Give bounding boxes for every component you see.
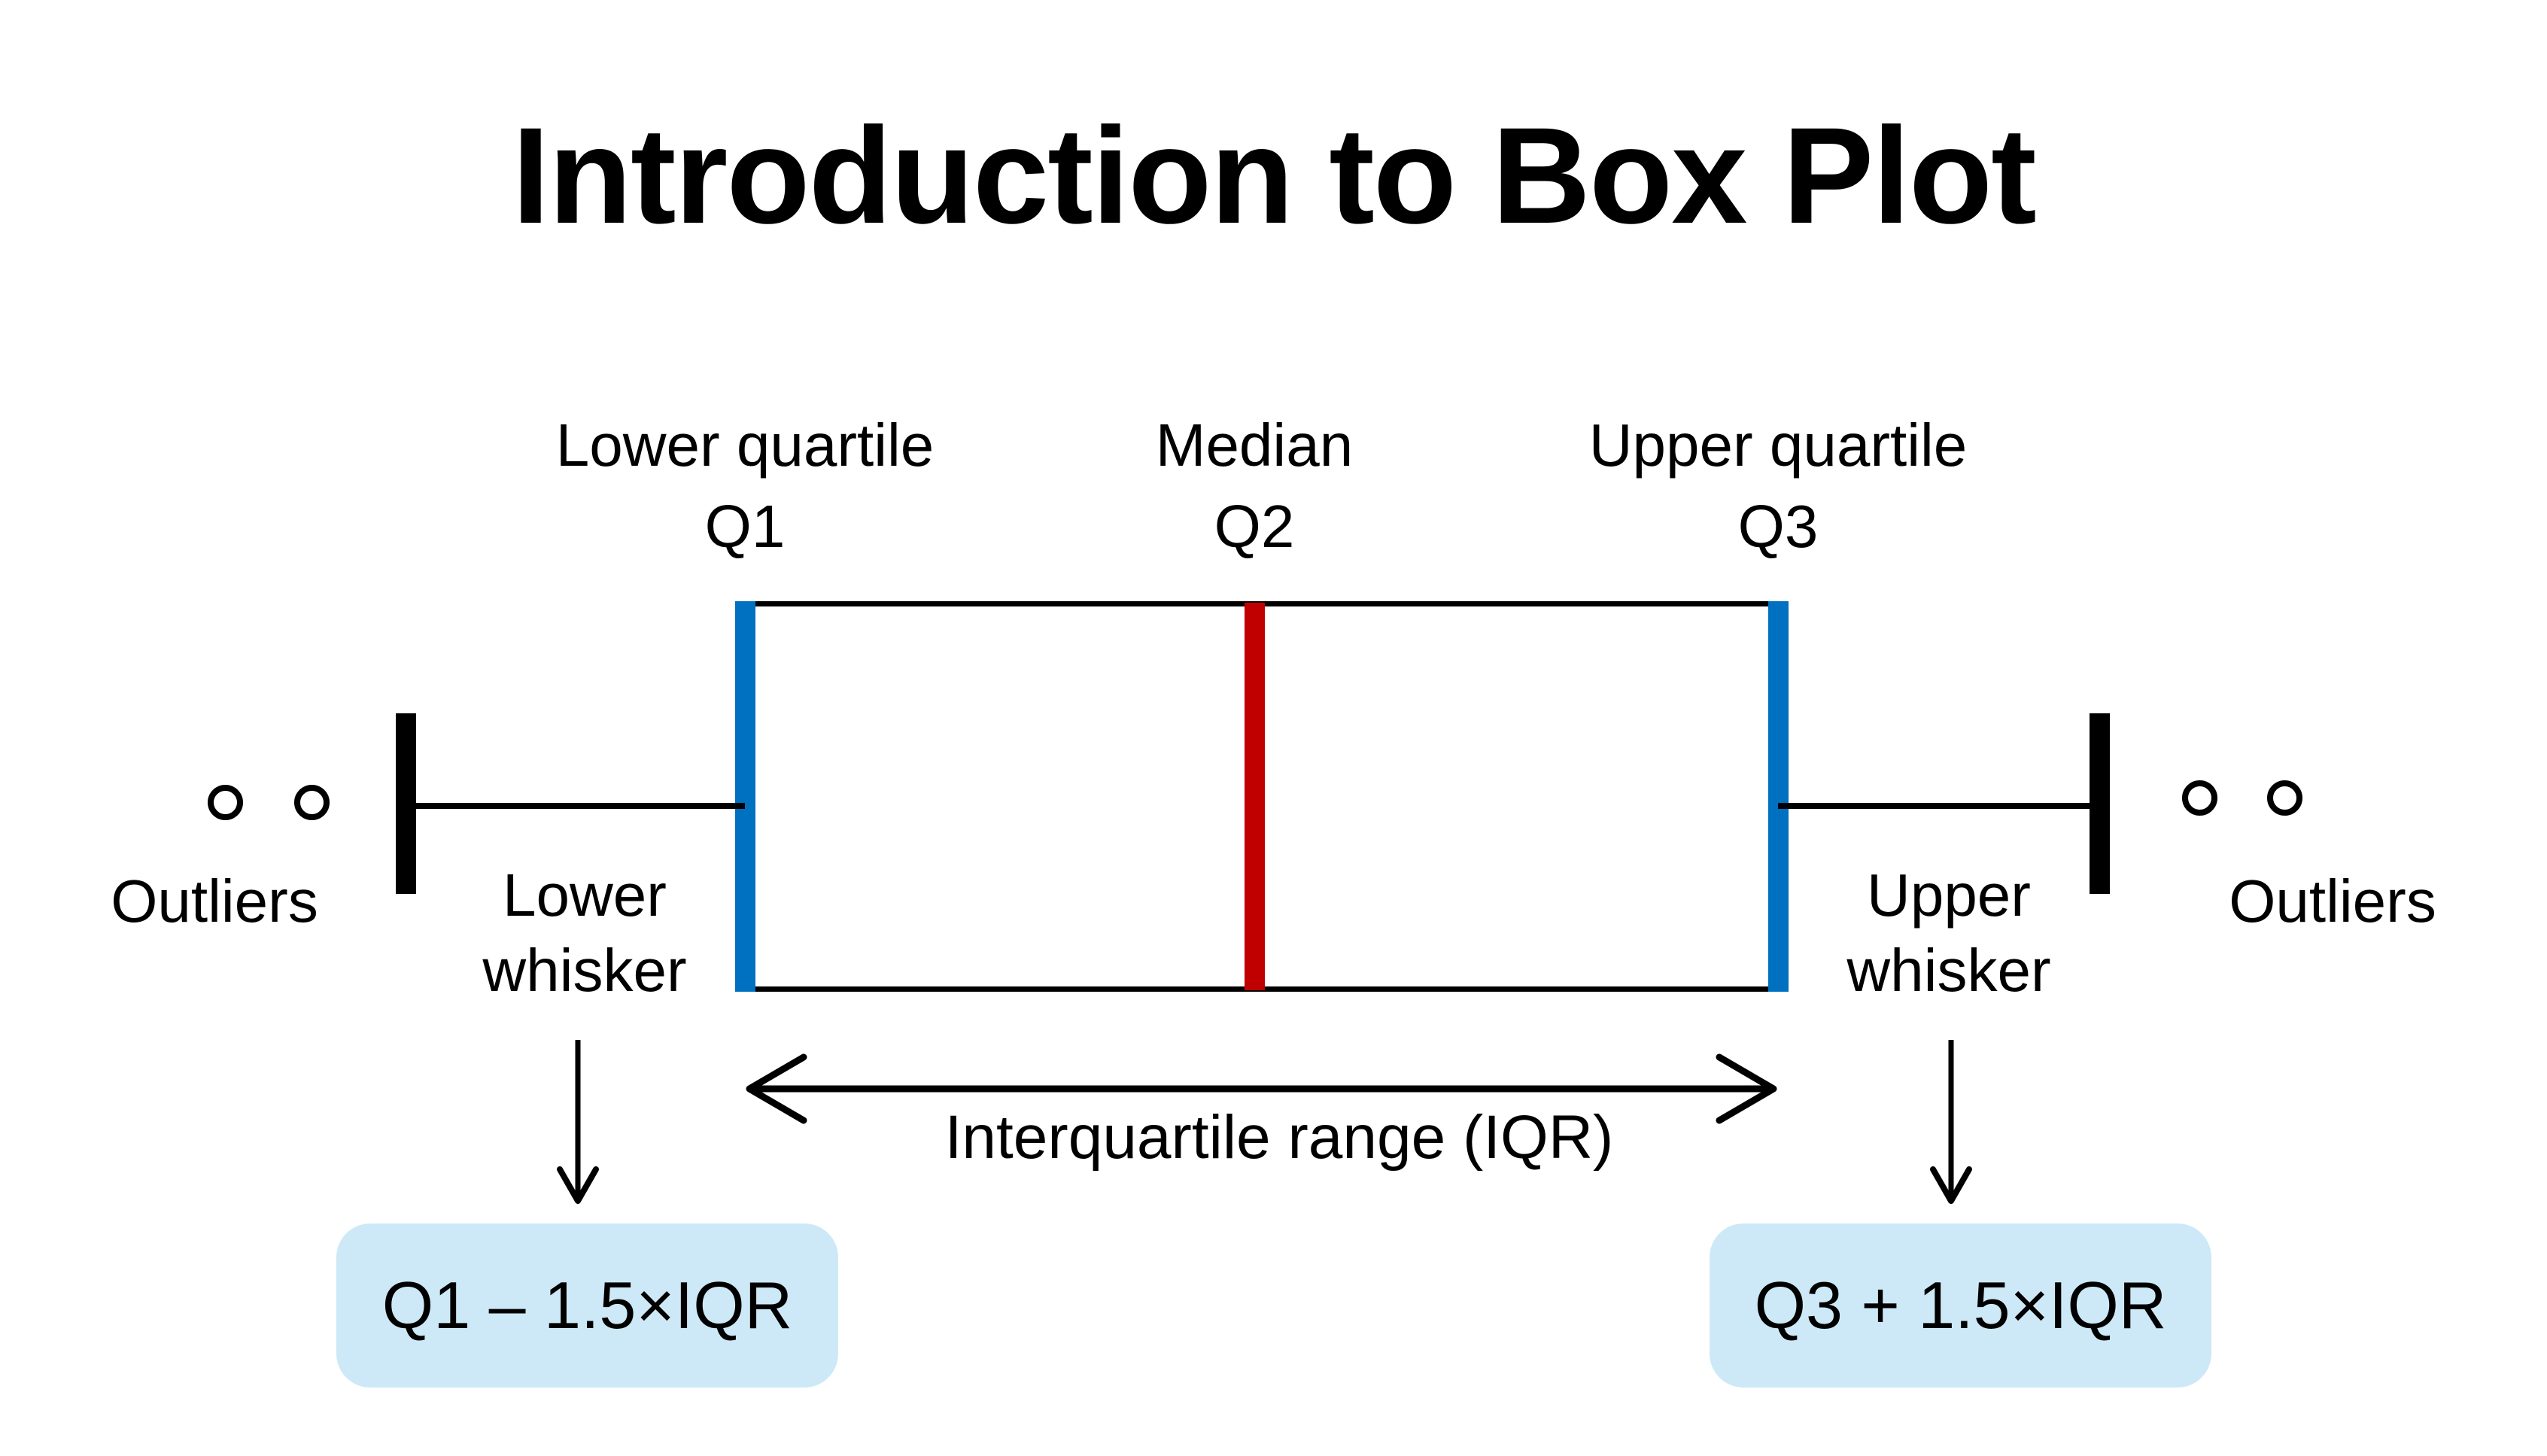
lower-fence-formula: Q1 – 1.5×IQR — [381, 1268, 793, 1342]
outlier-point — [2267, 780, 2302, 816]
page-title: Introduction to Box Plot — [512, 99, 2036, 252]
label-lower-quartile-name: Lower quartile — [555, 412, 935, 479]
iqr-label: Interquartile range (IQR) — [944, 1103, 1614, 1172]
iqr-range-arrow — [746, 1053, 1777, 1124]
outlier-point — [294, 785, 330, 820]
label-upper-quartile-name: Upper quartile — [1588, 412, 1968, 479]
down-arrow-left — [557, 1040, 599, 1204]
lower-whisker-label: Lower whisker — [284, 858, 886, 1008]
upper-whisker-label: Upper whisker — [1648, 858, 2250, 1008]
upper-whisker-label-line1: Upper — [1867, 862, 2031, 929]
label-lower-quartile-symbol: Q1 — [704, 493, 786, 560]
down-arrow-right — [1930, 1040, 1972, 1204]
lower-fence-callout: Q1 – 1.5×IQR — [336, 1223, 838, 1388]
outliers-label-right: Outliers — [2229, 868, 2436, 935]
median-line — [1245, 603, 1265, 990]
lower-whisker-line — [406, 803, 745, 809]
label-upper-quartile-symbol: Q3 — [1737, 493, 1819, 560]
upper-fence-callout: Q3 + 1.5×IQR — [1710, 1223, 2211, 1388]
label-upper-quartile: Upper quartile Q3 — [1439, 405, 2117, 567]
upper-whisker-line — [1778, 803, 2099, 809]
lower-whisker-label-line2: whisker — [482, 937, 687, 1004]
lower-whisker-cap — [396, 713, 416, 894]
label-lower-quartile: Lower quartile Q1 — [406, 405, 1084, 567]
label-median-symbol: Q2 — [1214, 493, 1295, 560]
upper-fence-formula: Q3 + 1.5×IQR — [1754, 1268, 2167, 1342]
label-median-name: Median — [1155, 412, 1354, 479]
q1-line — [735, 601, 755, 992]
outlier-point — [2182, 780, 2217, 816]
upper-whisker-label-line2: whisker — [1846, 937, 2051, 1004]
q3-line — [1768, 601, 1789, 992]
lower-whisker-label-line1: Lower — [503, 862, 667, 929]
outlier-point — [208, 785, 243, 820]
label-median: Median Q2 — [916, 405, 1593, 567]
outliers-label-left: Outliers — [111, 868, 318, 935]
upper-whisker-cap — [2090, 713, 2110, 894]
